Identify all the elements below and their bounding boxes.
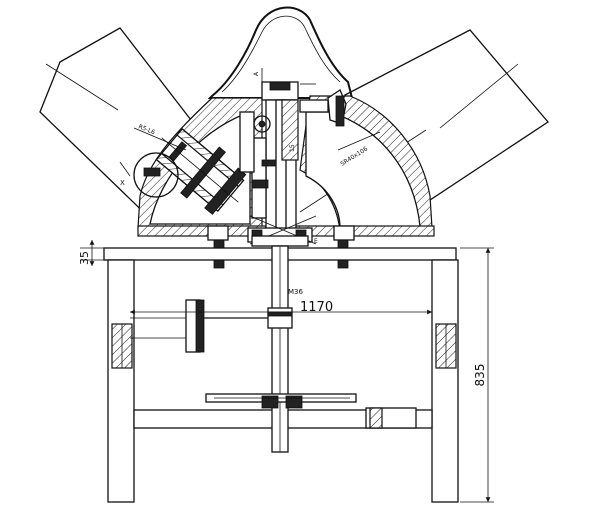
base-plate (80, 235, 457, 261)
support-frame (107, 259, 459, 503)
dim-plate-thickness: 35 (78, 251, 91, 265)
dim-frame-height: 835 (473, 364, 487, 387)
left-tick-mark: X (120, 179, 125, 187)
top-dome (207, 6, 354, 99)
thread-label: M36 (288, 288, 303, 296)
shaft-mark: 15 (289, 144, 296, 152)
left-valve-assembly (133, 128, 247, 215)
left-arm-label: R5-L6 (137, 123, 156, 136)
top-mark: A (253, 71, 260, 76)
center-mark: E (314, 238, 318, 245)
central-shaft (239, 68, 347, 231)
dim-frame-width: 1170 (300, 300, 333, 315)
dimension-lines (89, 127, 494, 503)
